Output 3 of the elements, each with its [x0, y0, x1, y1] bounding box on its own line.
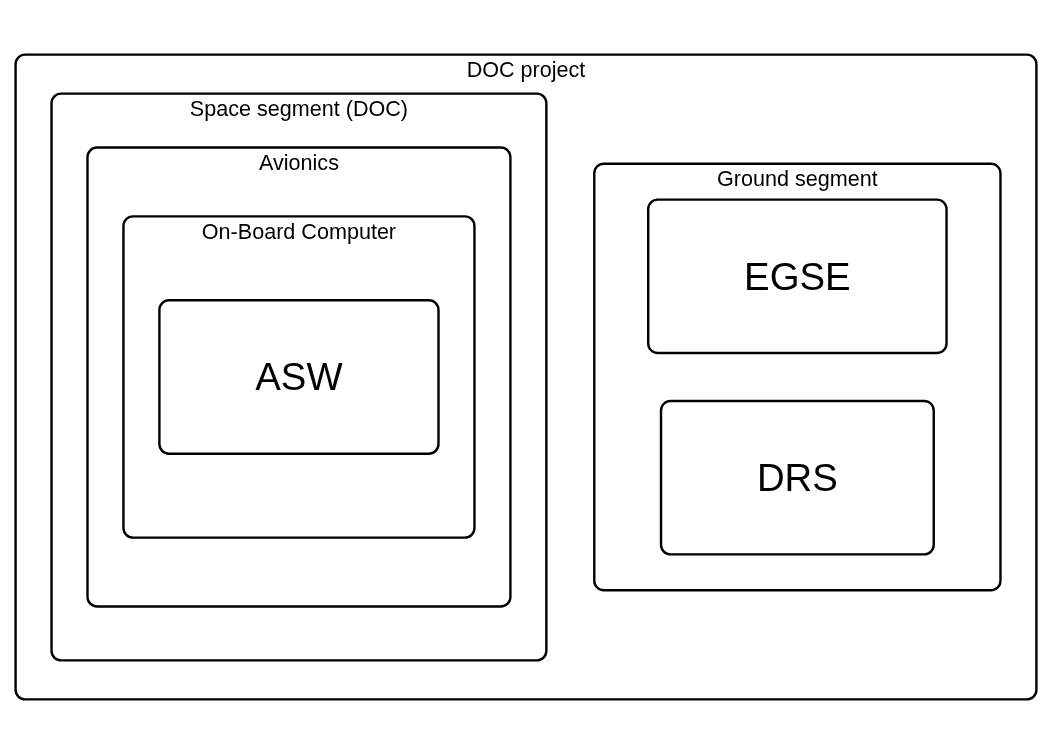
node-box: DRS — [659, 399, 935, 556]
node-box: EGSE — [647, 198, 948, 355]
node-box: ASW — [158, 299, 440, 455]
